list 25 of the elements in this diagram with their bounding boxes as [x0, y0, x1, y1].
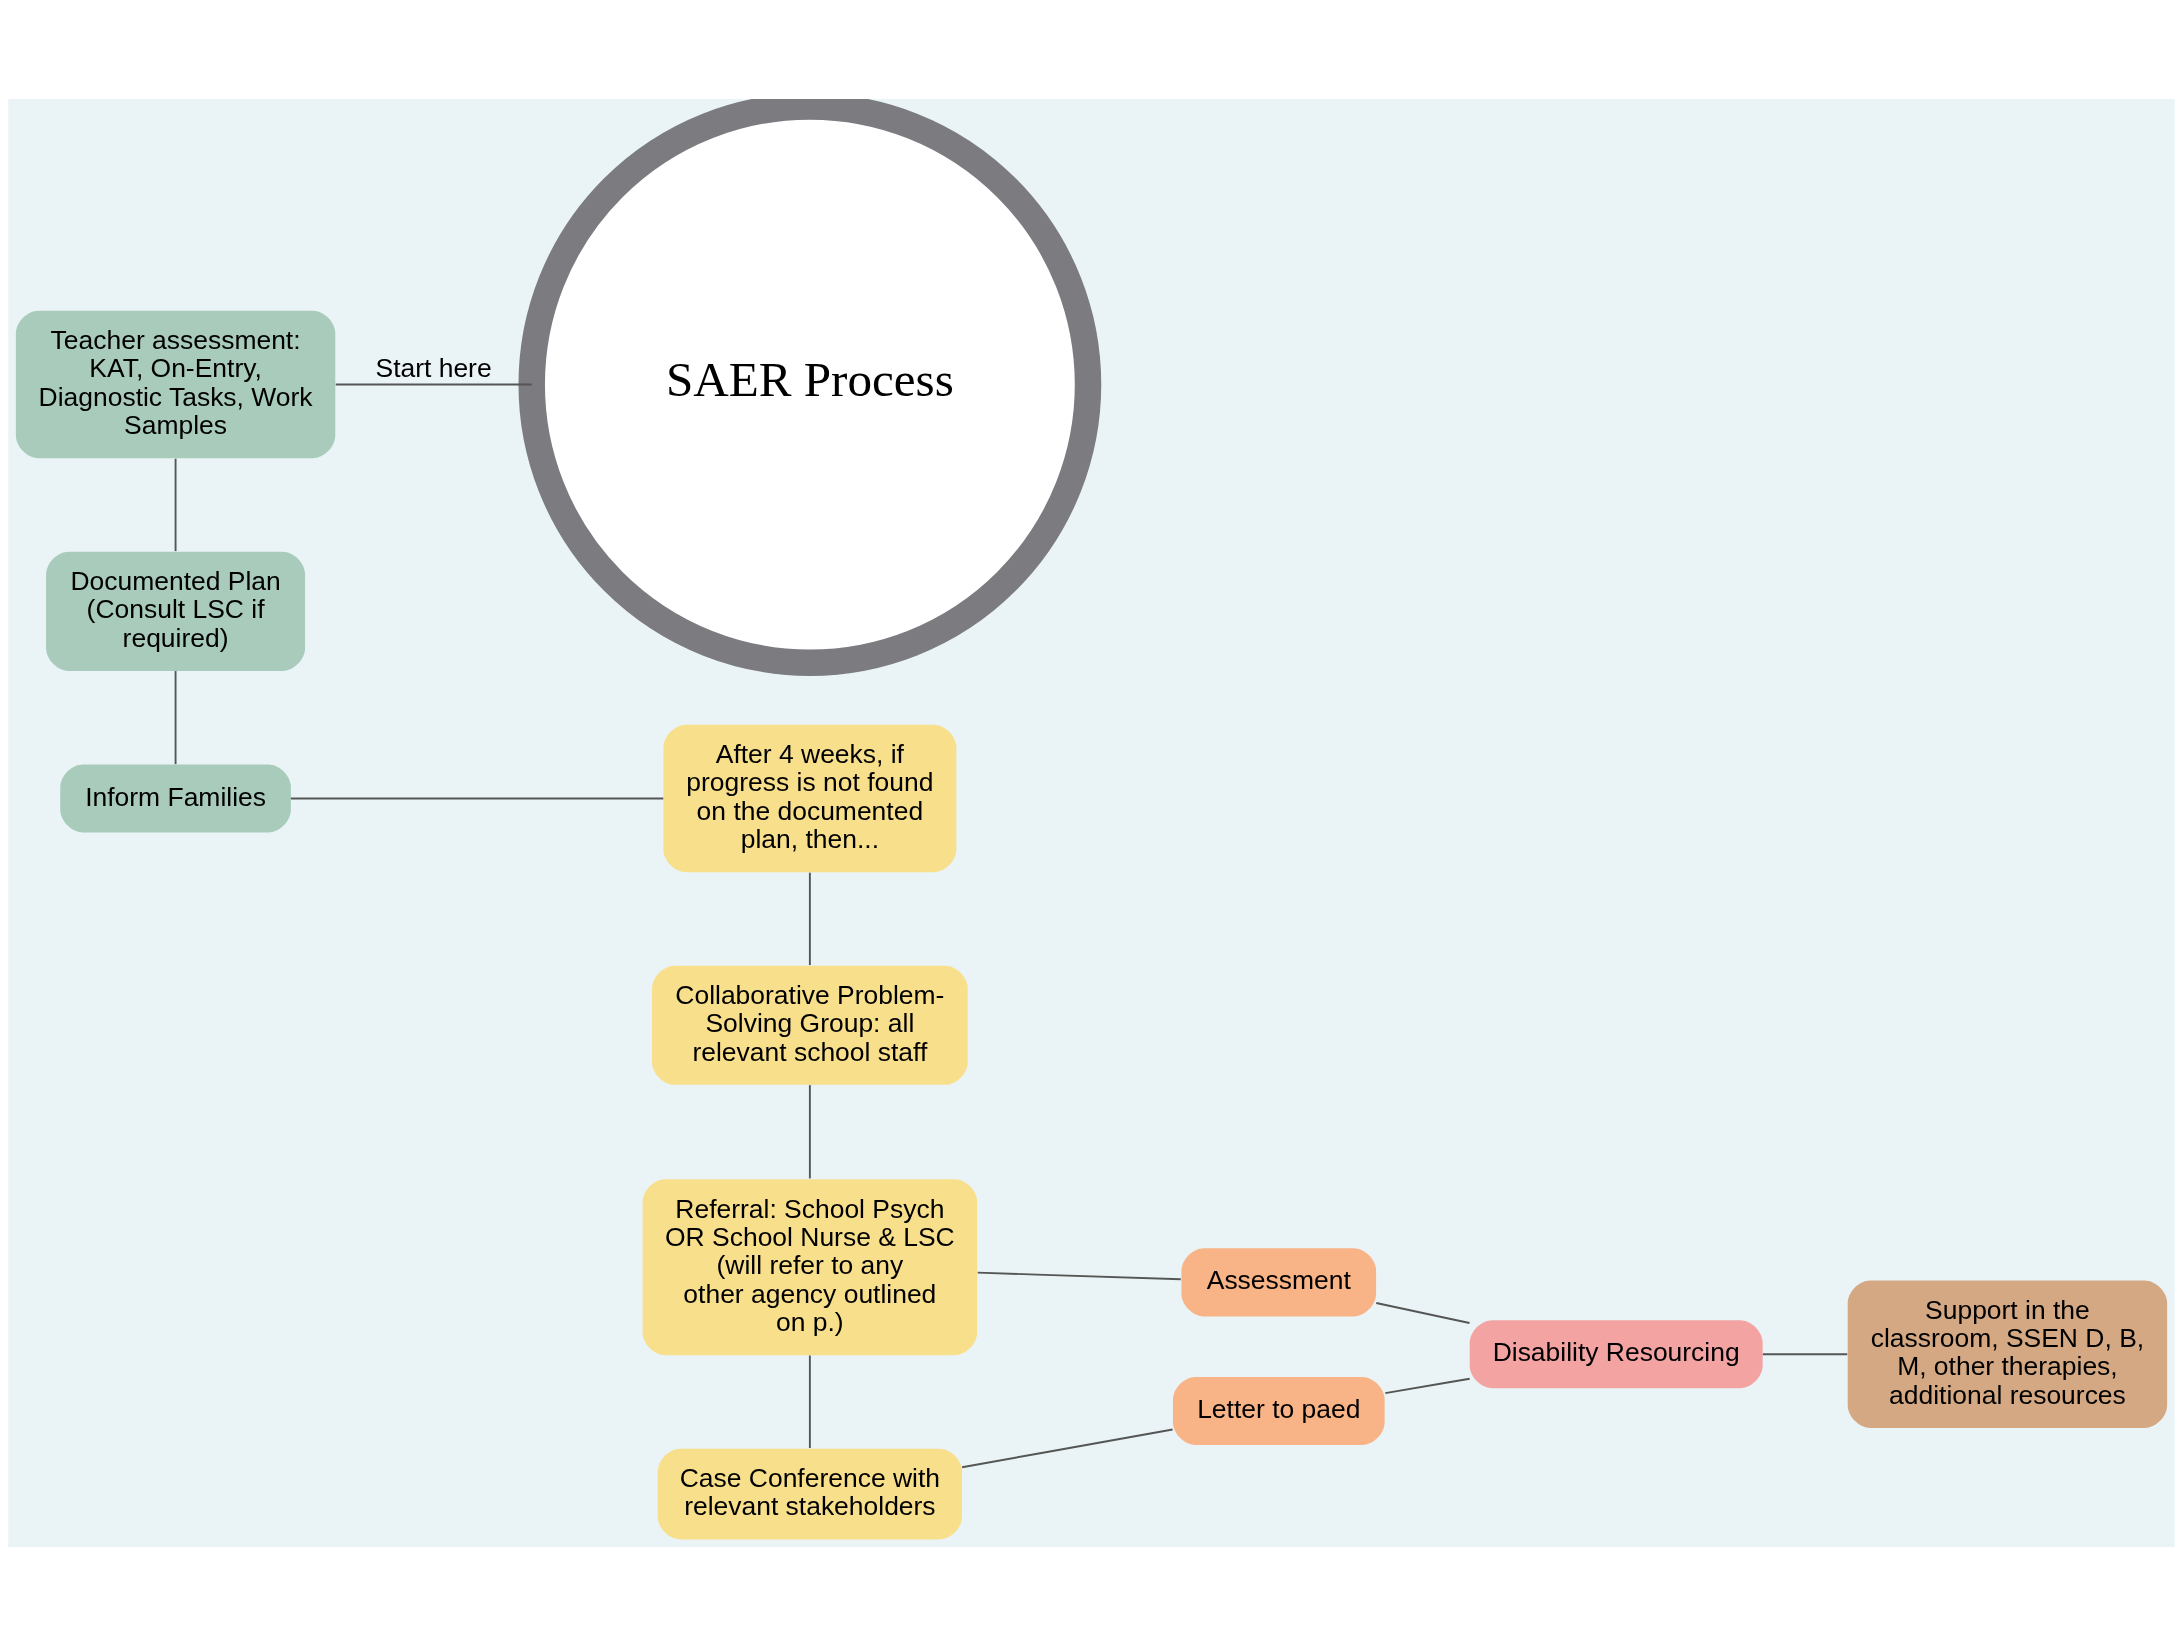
node-box: Case Conference with relevant stakeholders — [657, 1448, 963, 1540]
node-circle: SAER Process — [518, 99, 1102, 676]
connector — [289, 797, 665, 800]
connector — [808, 871, 811, 966]
connector — [1384, 1377, 1471, 1395]
connector — [174, 457, 177, 553]
connector — [1761, 1353, 1849, 1356]
node-box: Assessment — [1181, 1248, 1377, 1317]
connector — [961, 1428, 1174, 1469]
node-box: After 4 weeks, if progress is not found on the documented plan, then... — [663, 724, 957, 873]
connector — [808, 1354, 811, 1449]
node-box: Documented Plan (Consult LSC if required) — [46, 551, 306, 671]
node-box: Support in the classroom, SSEN D, B, M, other therapies, additional resources — [1847, 1280, 2168, 1428]
connector — [334, 383, 533, 386]
node-box: Inform Families — [60, 764, 291, 833]
connector — [1375, 1302, 1471, 1324]
connector — [976, 1271, 1182, 1281]
node-box: Letter to paed — [1172, 1376, 1385, 1445]
node-box: Teacher assessment: KAT, On-Entry, Diagnostic Tasks, Work Samples — [15, 310, 336, 459]
node-box: Referral: School Psych OR School Nurse & LSC (will refer to any other agency outlined on p.) — [642, 1179, 978, 1356]
connector — [808, 1084, 811, 1180]
connector — [174, 670, 177, 766]
node-box: Collaborative Problem-Solving Group: all relevant school staff — [652, 965, 968, 1085]
edge-label: Start here — [375, 353, 492, 384]
node-box: Disability Resourcing — [1469, 1320, 1763, 1389]
